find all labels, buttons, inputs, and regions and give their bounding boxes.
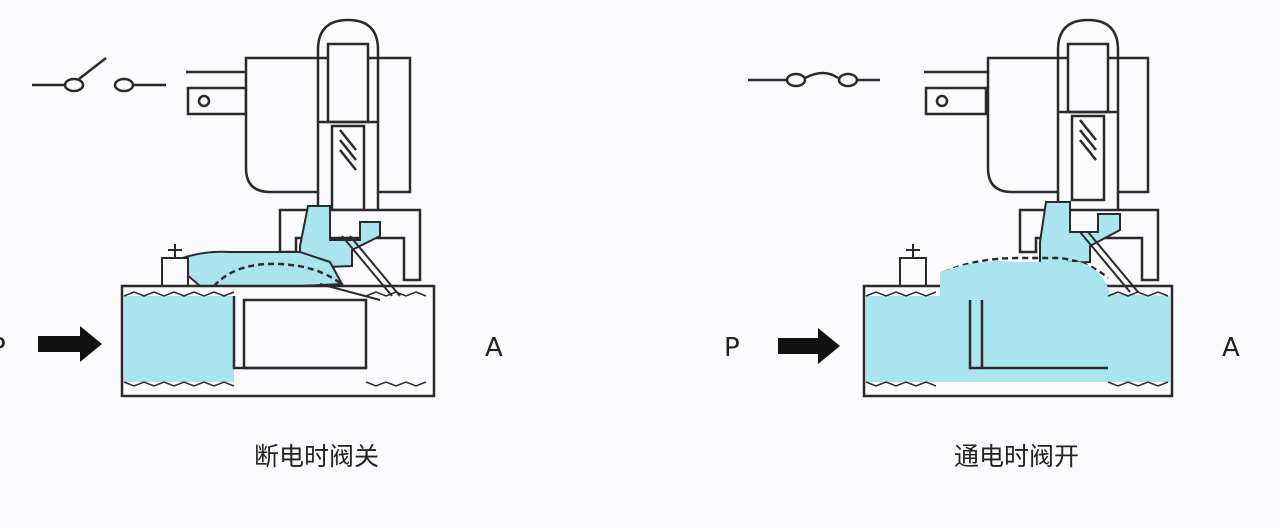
left-pilot-passage xyxy=(319,235,401,301)
right-valve-seat xyxy=(968,300,984,370)
right-switch-closed xyxy=(748,71,880,88)
left-inlet-water xyxy=(124,296,234,382)
left-switch-open xyxy=(32,57,166,93)
left-terminal xyxy=(186,70,248,116)
right-outlet-label: A xyxy=(1222,333,1240,363)
left-inlet-label: P xyxy=(0,333,6,363)
right-terminal xyxy=(924,70,988,116)
left-caption: 断电时阀关 xyxy=(254,442,379,471)
left-flow-arrow xyxy=(38,326,102,362)
right-coil xyxy=(986,18,1150,210)
right-pilot-passage xyxy=(1079,231,1139,293)
right-caption: 通电时阀开 xyxy=(954,442,1079,471)
left-diaphragm-water xyxy=(170,250,344,292)
right-valve-panel: P A 通电时阀开 xyxy=(724,18,1240,471)
left-coil xyxy=(244,18,412,212)
right-bleed-screw xyxy=(899,244,927,289)
left-diaphragm xyxy=(213,262,345,287)
right-inlet-label: P xyxy=(724,333,740,363)
right-diaphragm xyxy=(943,256,1109,279)
left-outlet-label: A xyxy=(485,333,503,363)
left-bleed-screw xyxy=(161,244,189,289)
right-flow-arrow xyxy=(778,328,840,364)
left-valve-panel: P A 断电时阀关 xyxy=(0,18,503,471)
right-flow-water xyxy=(866,261,1170,382)
